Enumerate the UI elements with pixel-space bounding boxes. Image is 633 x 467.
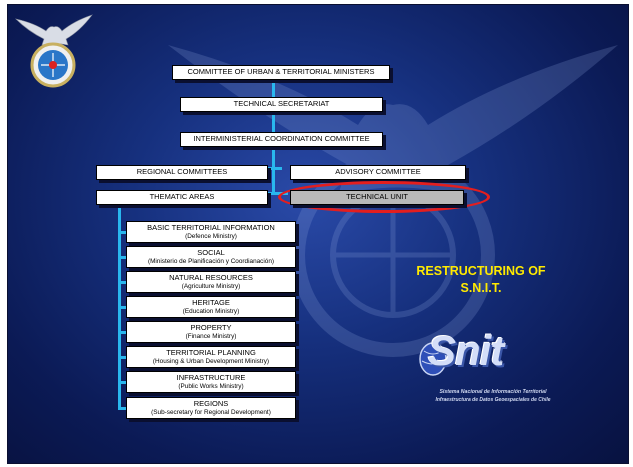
area-title: SOCIAL (197, 248, 225, 257)
thematic-area-box: REGIONS (Sub-secretary for Regional Deve… (126, 397, 296, 419)
connector (118, 281, 131, 284)
thematic-area-box: NATURAL RESOURCES (Agriculture Ministry) (126, 271, 296, 293)
connector (118, 381, 131, 384)
connector (268, 167, 282, 170)
area-title: INFRASTRUCTURE (176, 373, 246, 382)
area-subtitle: (Education Ministry) (182, 307, 240, 315)
snit-logo-line-1: Sistema Nacional de Información Territor… (439, 389, 547, 395)
snit-globe-icon (419, 339, 447, 376)
thematic-area-box: INFRASTRUCTURE (Public Works Ministry) (126, 371, 296, 393)
committee-box: COMMITTEE OF URBAN & TERRITORIAL MINISTE… (172, 65, 390, 80)
area-subtitle: (Agriculture Ministry) (181, 282, 241, 290)
thematic-area-box: TERRITORIAL PLANNING (Housing & Urban De… (126, 346, 296, 368)
area-title: PROPERTY (190, 323, 232, 332)
connector (118, 256, 131, 259)
slide: COMMITTEE OF URBAN & TERRITORIAL MINISTE… (7, 4, 629, 464)
area-subtitle: (Defence Ministry) (185, 232, 237, 240)
snit-logo-word: Snit (428, 327, 504, 374)
thematic-area-box: PROPERTY (Finance Ministry) (126, 321, 296, 343)
eagle-globe-emblem-icon (15, 14, 93, 88)
thematic-area-box: BASIC TERRITORIAL INFORMATION (Defence M… (126, 221, 296, 243)
interministerial-committee-box: INTERMINISTERIAL COORDINATION COMMITTEE (180, 132, 383, 147)
technical-unit-box: TECHNICAL UNIT (290, 190, 464, 205)
area-subtitle: (Sub-secretary for Regional Development) (151, 408, 271, 416)
area-title: BASIC TERRITORIAL INFORMATION (147, 223, 275, 232)
slide-heading: RESTRUCTURING OF S.N.I.T. (386, 263, 576, 297)
area-title: HERITAGE (192, 298, 230, 307)
regional-committees-box: REGIONAL COMMITTEES (96, 165, 268, 180)
thematic-areas-box: THEMATIC AREAS (96, 190, 268, 205)
area-subtitle: (Public Works Ministry) (178, 382, 244, 390)
connector (118, 306, 131, 309)
area-title: TERRITORIAL PLANNING (166, 348, 256, 357)
advisory-committee-box: ADVISORY COMMITTEE (290, 165, 466, 180)
connector (118, 407, 131, 410)
area-title: REGIONS (193, 399, 229, 408)
area-subtitle: (Housing & Urban Development Ministry) (152, 357, 270, 365)
connector (118, 231, 131, 234)
highlight-ring (278, 181, 490, 213)
heading-line-1: RESTRUCTURING OF (416, 264, 546, 278)
area-subtitle: (Finance Ministry) (185, 332, 237, 340)
technical-secretariat-box: TECHNICAL SECRETARIAT (180, 97, 383, 112)
connector (118, 356, 131, 359)
heading-line-2: S.N.I.T. (460, 280, 502, 295)
area-title: NATURAL RESOURCES (169, 273, 253, 282)
connector (118, 331, 131, 334)
thematic-area-box: SOCIAL (Ministerio de Planificación y Co… (126, 246, 296, 268)
thematic-area-box: HERITAGE (Education Ministry) (126, 296, 296, 318)
snit-logo-line-2: Infraestructura de Datos Geoespaciales d… (435, 397, 551, 403)
connector (268, 192, 288, 195)
area-subtitle: (Ministerio de Planificación y Coordiana… (147, 257, 275, 265)
